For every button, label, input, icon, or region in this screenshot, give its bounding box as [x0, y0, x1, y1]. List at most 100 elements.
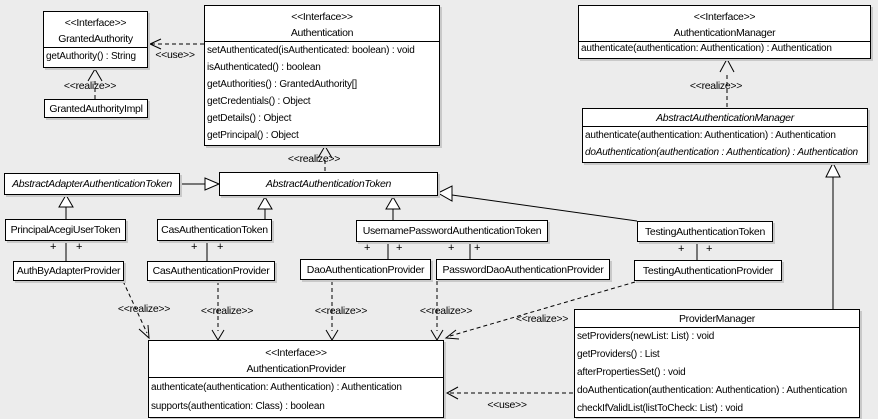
class-name: Authentication [290, 27, 354, 39]
class-testing-authentication-provider[interactable]: TestingAuthenticationProvider [634, 260, 782, 281]
class-authentication-provider[interactable]: <<Interface>> AuthenticationProvider aut… [148, 340, 444, 418]
class-header: <<Interface>> AuthenticationProvider [149, 341, 443, 377]
edge-realize-authbyadapterprovider [122, 280, 150, 340]
edge-generalization-testing-token [436, 185, 638, 222]
edge-use-authentication-grantedauthority [148, 38, 204, 50]
class-authentication-manager[interactable]: <<Interface>> AuthenticationManager auth… [578, 5, 871, 59]
stereotype-label: <<Interface>> [64, 17, 127, 29]
association-plus: + [364, 242, 371, 254]
methods-compartment: setAuthenticated(isAuthenticated: boolea… [205, 41, 439, 144]
realize-label: <<realize>> [689, 80, 743, 92]
realize-label: <<realize>> [314, 305, 368, 317]
method: getAuthorities() : GrantedAuthority[] [207, 79, 357, 90]
association-plus: + [76, 241, 83, 253]
class-name: AuthByAdapterProvider [16, 265, 121, 277]
edge-generalization-adapter-token [180, 177, 221, 191]
use-label: <<use>> [155, 49, 195, 61]
class-name: AbstractAdapterAuthenticationToken [12, 178, 172, 190]
method: getAuthority() : String [46, 51, 136, 62]
association-plus: + [217, 241, 224, 253]
method: setAuthenticated(isAuthenticated: boolea… [207, 45, 415, 56]
realize-label: <<realize>> [287, 153, 341, 165]
class-header: AbstractAuthenticationManager [583, 109, 867, 126]
method: doAuthentication(authentication: Authent… [577, 385, 847, 396]
class-header: <<Interface>> GrantedAuthority [44, 12, 147, 47]
class-cas-authentication-provider[interactable]: CasAuthenticationProvider [147, 261, 275, 281]
association-plus: + [50, 241, 57, 253]
edge-generalization-provider-manager [825, 161, 841, 309]
edge-realize-testingauthenticationprovider [444, 281, 636, 340]
class-name: AbstractAuthenticationToken [265, 178, 392, 190]
association-plus: + [448, 242, 455, 254]
class-name: CasAuthenticationProvider [152, 265, 270, 277]
edge-generalization-username-password-token [385, 196, 401, 220]
method: getCredentials() : Object [207, 96, 311, 107]
method: getPrincipal() : Object [207, 130, 299, 141]
method: setProviders(newList: List) : void [577, 331, 715, 342]
class-name: GrantedAuthority [58, 33, 133, 45]
edge-realize-grantedauthorityimpl [87, 68, 103, 99]
method: checkIfValidList(listToCheck: List) : vo… [577, 403, 743, 414]
methods-compartment: authenticate(authentication: Authenticat… [579, 41, 870, 56]
realize-label: <<realize>> [515, 313, 569, 325]
method: isAuthenticated() : boolean [207, 62, 321, 73]
class-name: TestingAuthenticationProvider [642, 264, 774, 277]
class-name: DaoAuthenticationProvider [306, 263, 425, 276]
class-name: AuthenticationManager [673, 27, 776, 39]
class-granted-authority-impl[interactable]: GrantedAuthorityImpl [44, 99, 148, 118]
association-plus: + [706, 243, 713, 255]
method: authenticate(authentication: Authenticat… [581, 43, 832, 54]
methods-compartment: authenticate(authentication: Authenticat… [583, 126, 867, 161]
class-name: CasAuthenticationToken [161, 224, 268, 236]
association-plus: + [678, 243, 685, 255]
method: getDetails() : Object [207, 113, 292, 124]
class-name: GrantedAuthorityImpl [49, 102, 143, 115]
class-principal-acegi-user-token[interactable]: PrincipalAcegiUserToken [5, 219, 126, 241]
methods-compartment: getAuthority() : String [44, 47, 147, 66]
class-header: <<Interface>> Authentication [205, 6, 439, 41]
realize-label: <<realize>> [200, 305, 254, 317]
method: afterPropertiesSet() : void [577, 367, 686, 378]
class-authentication[interactable]: <<Interface>> Authentication setAuthenti… [204, 5, 440, 146]
realize-label: <<realize>> [419, 305, 473, 317]
edge-generalization-cas-token [257, 196, 273, 219]
class-name: UsernamePasswordAuthenticationToken [362, 225, 542, 237]
class-name: AbstractAuthenticationManager [656, 112, 794, 124]
class-header: <<Interface>> AuthenticationManager [579, 6, 870, 41]
class-name: PasswordDaoAuthenticationProvider [442, 263, 604, 276]
edge-realize-abstractauthenticationmanager [719, 57, 735, 107]
class-abstract-authentication-token[interactable]: AbstractAuthenticationToken [219, 172, 438, 196]
edge-realize-abstractauthenticationtoken [317, 145, 333, 171]
stereotype-label: <<Interface>> [693, 11, 756, 23]
methods-compartment: authenticate(authentication: Authenticat… [149, 377, 443, 416]
method: doAuthentication(authentication : Authen… [585, 147, 858, 158]
method: getProviders() : List [577, 349, 660, 360]
class-auth-by-adapter-provider[interactable]: AuthByAdapterProvider [13, 261, 124, 281]
class-abstract-authentication-manager[interactable]: AbstractAuthenticationManager authentica… [582, 108, 868, 163]
edge-use-providermanager-authenticationprovider [445, 386, 573, 400]
class-abstract-adapter-authentication-token[interactable]: AbstractAdapterAuthenticationToken [4, 173, 180, 195]
class-name: TestingAuthenticationToken [644, 225, 766, 238]
method: supports(authentication: Class) : boolea… [151, 401, 325, 412]
class-name: ProviderManager [678, 313, 756, 325]
association-plus: + [191, 241, 198, 253]
class-granted-authority[interactable]: <<Interface>> GrantedAuthority getAuthor… [43, 11, 148, 68]
method: authenticate(authentication: Authenticat… [585, 130, 836, 141]
class-username-password-authentication-token[interactable]: UsernamePasswordAuthenticationToken [356, 220, 548, 242]
methods-compartment: setProviders(newList: List) : void getPr… [575, 327, 859, 417]
method: authenticate(authentication: Authenticat… [151, 382, 402, 393]
class-name: PrincipalAcegiUserToken [10, 224, 121, 236]
class-testing-authentication-token[interactable]: TestingAuthenticationToken [637, 221, 773, 242]
class-header: ProviderManager [575, 310, 859, 327]
use-label: <<use>> [487, 399, 527, 411]
association-plus: + [396, 242, 403, 254]
stereotype-label: <<Interface>> [291, 11, 353, 23]
class-provider-manager[interactable]: ProviderManager setProviders(newList: Li… [574, 309, 860, 418]
class-password-dao-authentication-provider[interactable]: PasswordDaoAuthenticationProvider [436, 259, 610, 280]
class-dao-authentication-provider[interactable]: DaoAuthenticationProvider [300, 259, 431, 280]
association-plus: + [474, 242, 481, 254]
class-cas-authentication-token[interactable]: CasAuthenticationToken [157, 219, 272, 241]
stereotype-label: <<Interface>> [265, 347, 327, 359]
